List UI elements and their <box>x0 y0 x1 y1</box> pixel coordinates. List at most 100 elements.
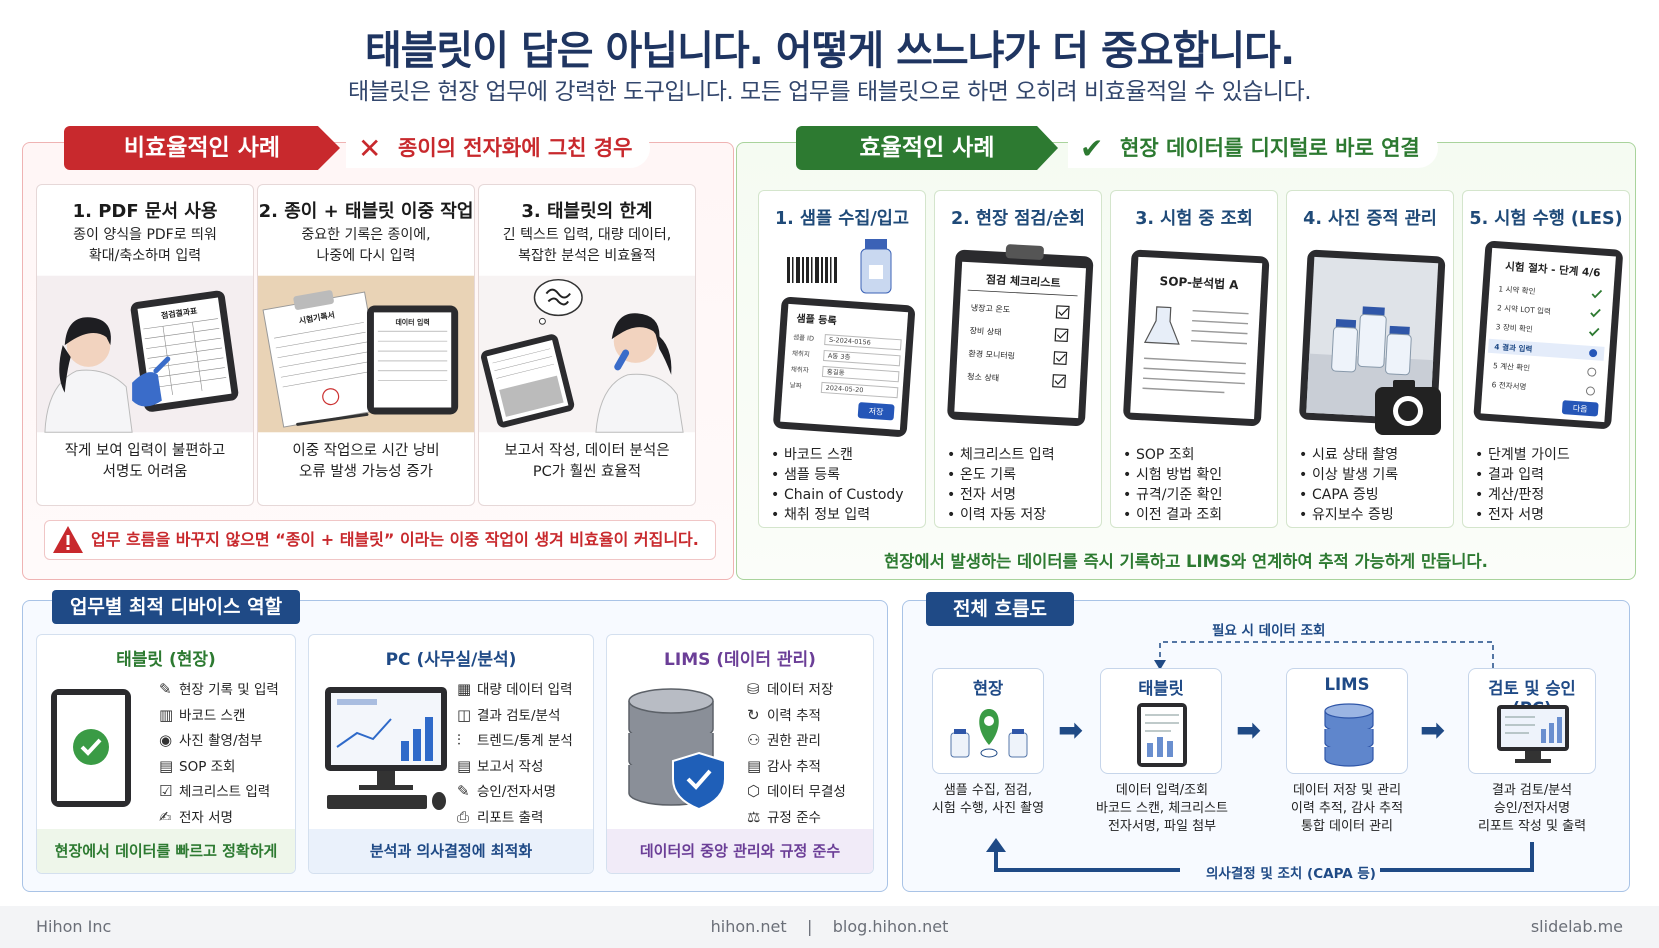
footer-links[interactable]: hihon.net | blog.hihon.net <box>710 917 949 936</box>
location-pin-icon <box>950 709 1028 758</box>
database-icon <box>1324 703 1374 767</box>
devices-tab: 업무별 최적 디바이스 역할 <box>52 590 300 624</box>
step-item: 2 시약 LOT 입력 <box>1497 302 1551 316</box>
efficient-card-les: 5. 시험 수행 (LES) 시험 절차 - 단계 4/6 1 시약 확인 2 … <box>1462 190 1630 528</box>
history-icon: ↻ <box>747 705 760 724</box>
card-title: 1. PDF 문서 사용 <box>72 201 218 222</box>
screen-header: 점검 체크리스트 <box>986 272 1061 290</box>
paper-tablet-illustration: 시험기록서 데이터 입력 <box>258 275 474 433</box>
efficient-banner: 효율적인 사례 <box>796 126 1058 170</box>
tablet-role-list: ✎현장 기록 및 입력 ▥바코드 스캔 ◉사진 촬영/첨부 ▤SOP 조회 ☑체… <box>159 677 279 830</box>
save-button: 저장 <box>868 406 884 417</box>
flow-step-title: 태블릿 <box>1138 679 1184 698</box>
flow-tab: 전체 흐름도 <box>926 592 1074 626</box>
screen-row-value: A동 3층 <box>828 351 851 362</box>
flow-bottom-label: 의사결정 및 조치 (CAPA 등) <box>1206 866 1376 882</box>
screen-row-label: 날짜 <box>789 380 802 390</box>
checklist-tablet-illustration: 점검 체크리스트 냉장고 온도 장비 상태 환경 모니터링 청소 상태 <box>947 244 1094 426</box>
barcode-icon <box>787 257 837 283</box>
warning-icon <box>53 526 83 553</box>
card-desc: 긴 텍스트 입력, 대량 데이터,복잡한 분석은 비효율적 <box>502 227 672 264</box>
screen-header: 샘플 등록 <box>796 312 837 328</box>
screen-row-value: S-2024-0156 <box>829 336 871 347</box>
flow-bottom-connector <box>986 838 1534 878</box>
step-item: 1 시약 확인 <box>1498 283 1536 296</box>
device-card-pc: PC (사무실/분석) ▦대량 데이터 입력 ◫결과 검토/분석 ⫶트렌드/통계… <box>308 634 594 874</box>
flow-step-tablet: 태블릿 <box>1100 668 1222 774</box>
les-tablet-illustration: 시험 절차 - 단계 4/6 1 시약 확인 2 시약 LOT 입력 3 장비 … <box>1473 240 1623 429</box>
footer-site[interactable]: slidelab.me <box>1530 917 1623 936</box>
flow-top-connector <box>1154 641 1494 670</box>
flask-icon <box>1143 306 1180 345</box>
database-shield-icon <box>628 688 726 811</box>
page-title: 태블릿이 답은 아닙니다. 어떻게 쓰느냐가 더 중요합니다. <box>364 28 1295 74</box>
checklist-item: 환경 모니터링 <box>968 348 1015 360</box>
flow-step-desc: 샘플 수집, 점검,시험 수행, 사진 촬영 <box>931 783 1045 816</box>
flow-step-review: 검토 및 승인 (PC) <box>1468 668 1596 774</box>
camera-icon: ◉ <box>159 731 173 749</box>
camera-icon <box>1375 380 1441 435</box>
screen-row-label: 샘플 ID <box>793 333 814 342</box>
arrow-right-icon: ➡ <box>1236 713 1262 748</box>
step-item: 5 계산 확인 <box>1493 360 1531 373</box>
warning-text: 업무 흐름을 바꾸지 않으면 “종이 + 태블릿” 이라는 이중 작업이 생겨 … <box>91 530 699 549</box>
flow-step-title: LIMS <box>1324 675 1370 694</box>
signature-icon: ✍ <box>159 807 172 826</box>
check-mark-icon: ✔ <box>1080 132 1104 165</box>
screen-row-value: 홍길동 <box>826 367 845 377</box>
photo-tablet-illustration <box>1299 249 1446 435</box>
les-items: 단계별 가이드결과 입력계산/판정전자 서명 <box>1475 445 1625 525</box>
next-button: 다음 <box>1573 404 1588 414</box>
audit-icon: ▤ <box>747 756 762 775</box>
device-title: PC (사무실/분석) <box>385 650 517 670</box>
pc-monitor-icon <box>325 687 447 810</box>
document-icon: ▤ <box>457 756 472 775</box>
edit-icon: ✎ <box>159 680 172 698</box>
chart-icon: ⫶ <box>457 731 461 749</box>
arrow-right-icon: ➡ <box>1058 713 1084 748</box>
compliance-icon: ⚖ <box>747 807 761 826</box>
flow-step-field: 현장 <box>932 668 1044 774</box>
screen-header: SOP-분석법 A <box>1159 273 1239 292</box>
card-title: 3. 태블릿의 한계 <box>521 201 653 222</box>
step-item: 3 장비 확인 <box>1495 321 1533 334</box>
efficient-card-sop: 3. 시험 중 조회 SOP-분석법 A SOP 조회시험 방법 확인규격/기준… <box>1110 190 1278 528</box>
document-icon: ▤ <box>159 756 174 775</box>
review-icon: ◫ <box>457 705 472 724</box>
page-footer: Hihon Inc hihon.net | blog.hihon.net sli… <box>0 906 1659 948</box>
card-title: 4. 사진 증적 관리 <box>1303 209 1437 229</box>
inefficient-side-label: ✕ 종이의 전자화에 그친 경우 <box>346 128 651 168</box>
table-icon: ▦ <box>457 680 472 698</box>
vials-photo <box>1331 306 1412 376</box>
device-title: 태블릿 (현장) <box>116 650 216 670</box>
inefficient-warning: 업무 흐름을 바꾸지 않으면 “종이 + 태블릿” 이라는 이중 작업이 생겨 … <box>44 520 716 560</box>
card-title: 2. 종이 + 태블릿 이중 작업 <box>258 201 474 222</box>
approve-icon: ✎ <box>457 782 470 800</box>
efficient-card-photo: 4. 사진 증적 관리 시료 상태 촬영이상 발생 기록CAPA 증빙유지보수 … <box>1286 190 1454 528</box>
inefficient-side-text: 종이의 전자화에 그친 경우 <box>398 136 633 160</box>
sample-items: 바코드 스캔샘플 등록Chain of Custody채취 정보 입력 <box>771 445 921 525</box>
device-card-lims: LIMS (데이터 관리) ⛁데이터 저장 ↻이력 추적 ⚇권한 관리 ▤감사 … <box>606 634 874 874</box>
step-item: 6 전자서명 <box>1491 379 1526 391</box>
device-foot: 현장에서 데이터를 빠르고 정확하게 <box>37 829 295 873</box>
page-subtitle: 태블릿은 현장 업무에 강력한 도구입니다. 모든 업무를 태블릿으로 하면 오… <box>347 79 1312 105</box>
arrow-right-icon: ➡ <box>1420 713 1446 748</box>
checklist-item: 냉장고 온도 <box>971 302 1011 314</box>
screen-row-label: 채취자 <box>791 364 810 374</box>
card-title: 2. 현장 점검/순회 <box>950 209 1085 229</box>
lims-role-list: ⛁데이터 저장 ↻이력 추적 ⚇권한 관리 ▤감사 추적 ⬡데이터 무결성 ⚖규… <box>747 677 846 830</box>
checklist-item: 장비 상태 <box>969 325 1001 337</box>
card-title: 1. 샘플 수집/입고 <box>774 209 909 229</box>
inefficient-banner: 비효율적인 사례 <box>64 126 340 170</box>
barcode-icon: ▥ <box>159 705 174 724</box>
monitor-icon <box>1497 705 1569 763</box>
footer-company: Hihon Inc <box>36 917 112 936</box>
x-mark-icon: ✕ <box>358 132 382 165</box>
